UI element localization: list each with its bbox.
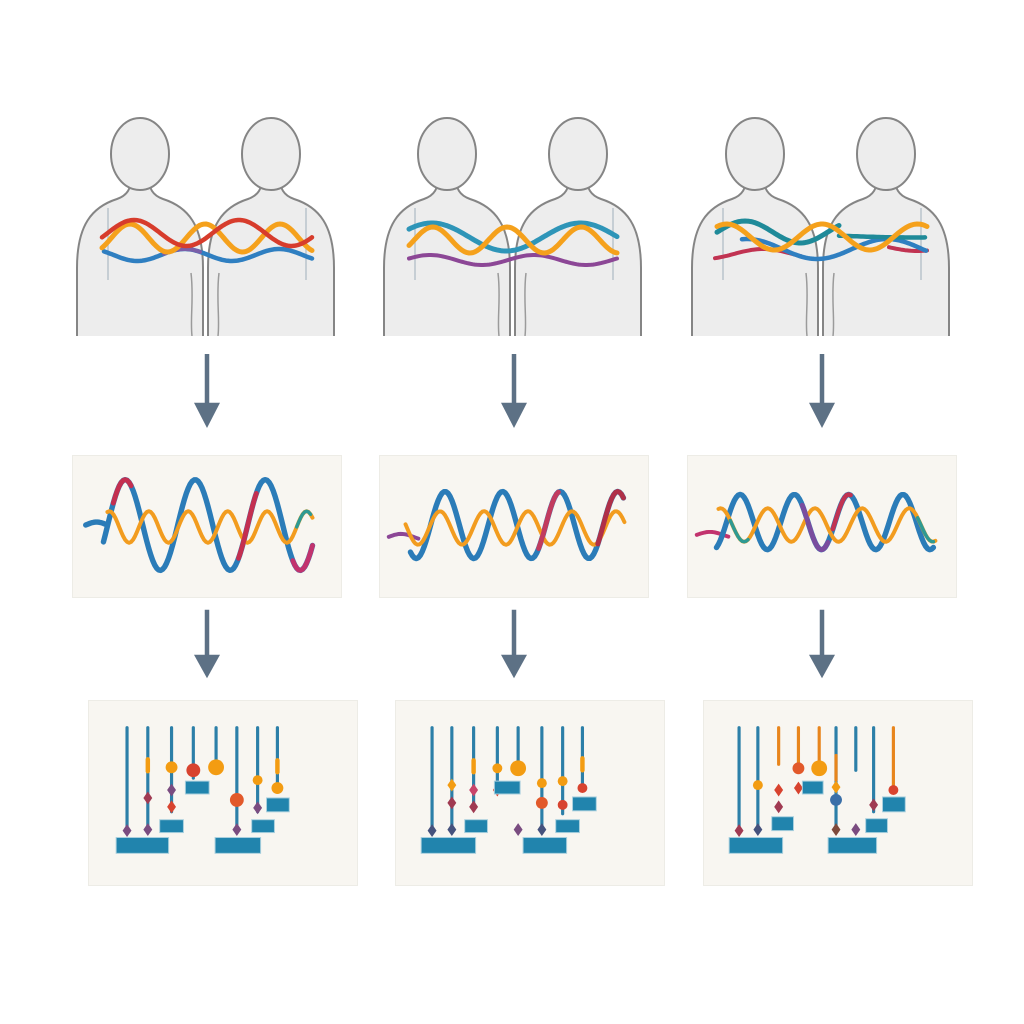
waveform-panel bbox=[379, 455, 649, 598]
down-arrow-icon bbox=[501, 609, 527, 679]
pipeline-column-1 bbox=[72, 0, 358, 1024]
pipeline-column-3 bbox=[687, 0, 973, 1024]
pipeline-column-2 bbox=[379, 0, 665, 1024]
waveform-panel bbox=[72, 455, 342, 598]
down-arrow-icon bbox=[194, 353, 220, 429]
stem-plot-panel bbox=[395, 700, 665, 886]
stem-plot-panel bbox=[703, 700, 973, 886]
down-arrow-icon bbox=[194, 609, 220, 679]
stem-plot-panel bbox=[88, 700, 358, 886]
waveform-panel bbox=[687, 455, 957, 598]
body-pair-illustration bbox=[383, 117, 642, 336]
down-arrow-icon bbox=[809, 609, 835, 679]
down-arrow-icon bbox=[809, 353, 835, 429]
body-pair-illustration bbox=[691, 117, 950, 336]
body-pair-illustration bbox=[76, 117, 335, 336]
down-arrow-icon bbox=[501, 353, 527, 429]
